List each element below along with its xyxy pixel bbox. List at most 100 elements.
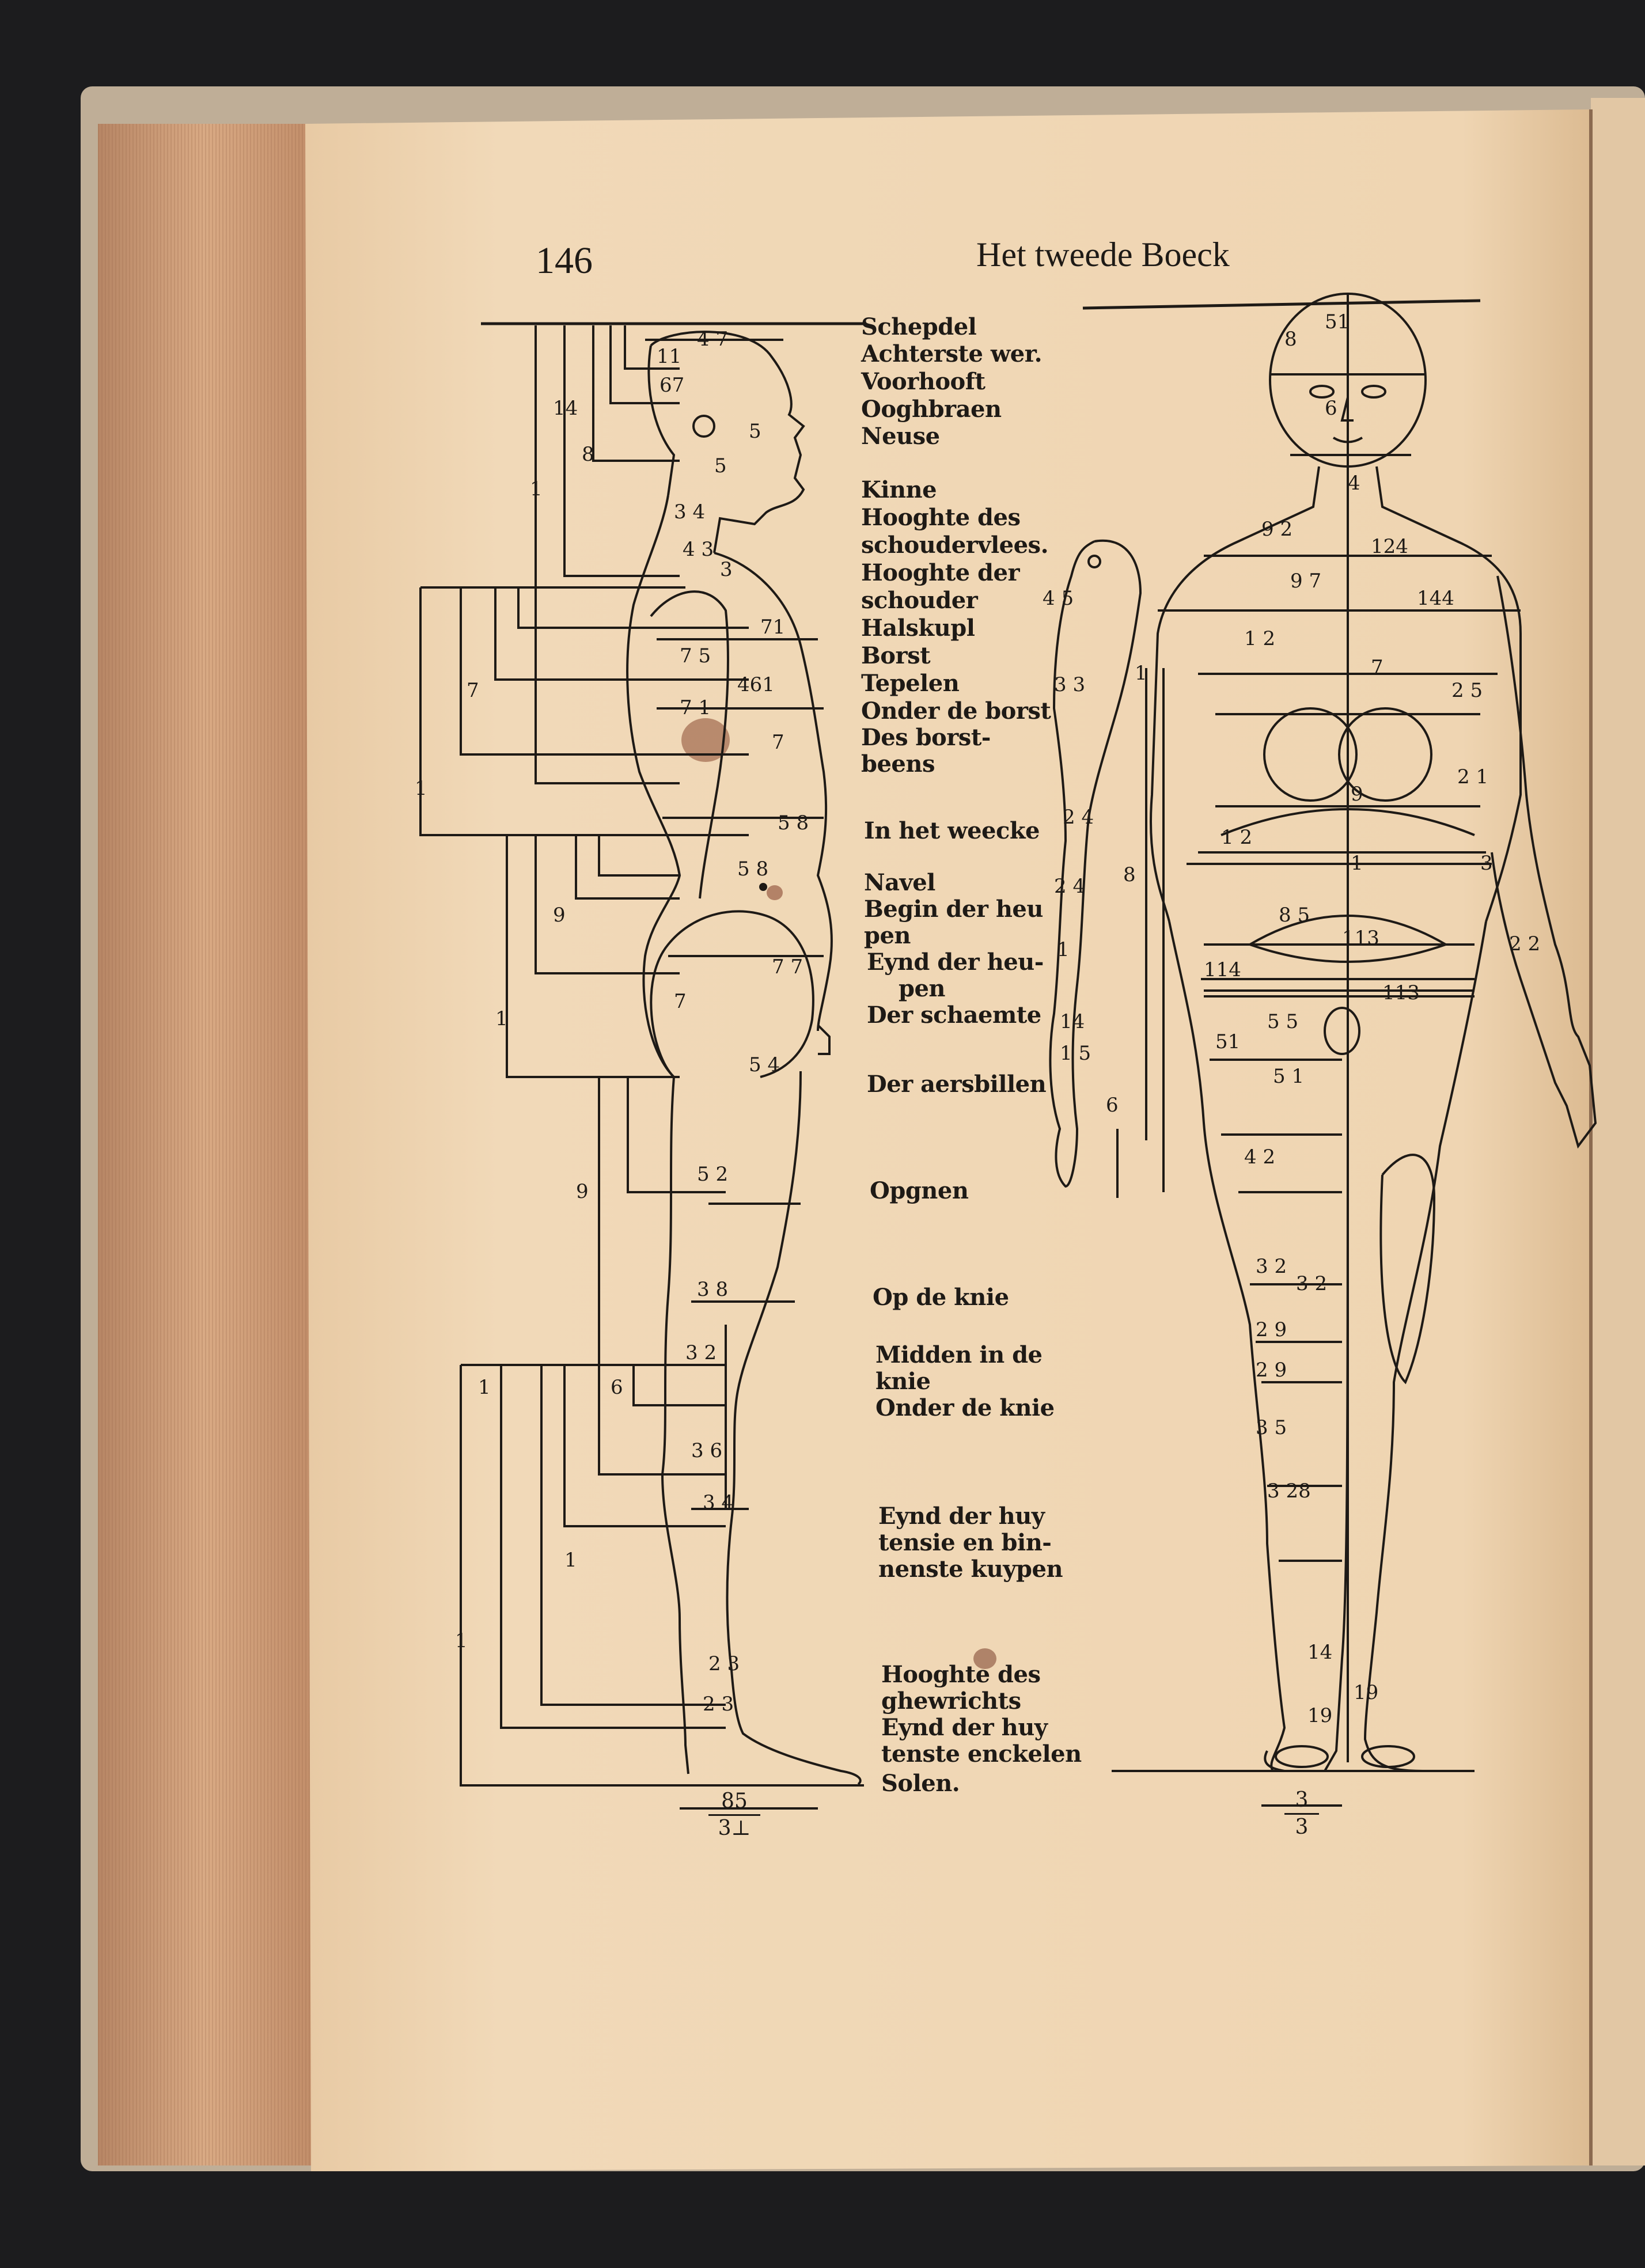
label-voorhooft: Voorhooft [861,368,986,395]
svg-text:3 2: 3 2 [1296,1272,1327,1295]
label-onder-de-borst: Onder de borst [861,697,1051,725]
svg-text:4 3: 4 3 [683,538,714,561]
label-schouder: schouder [861,587,978,614]
svg-text:5: 5 [749,420,761,443]
svg-text:6: 6 [1325,397,1337,420]
svg-text:5 2: 5 2 [697,1163,728,1186]
svg-text:1: 1 [564,1549,577,1572]
svg-text:3 2: 3 2 [685,1341,717,1364]
svg-text:5 4: 5 4 [749,1053,780,1076]
svg-text:9 2: 9 2 [1261,518,1292,541]
svg-text:1: 1 [415,777,427,800]
label-op-de-knie: Op de knie [873,1284,1009,1311]
label-pen-1: pen [864,922,911,949]
svg-text:1 2: 1 2 [1244,627,1275,650]
svg-text:3 6: 3 6 [691,1439,722,1462]
label-schepdel: Schepdel [861,313,977,340]
svg-text:7: 7 [772,731,784,754]
svg-text:9: 9 [1351,783,1363,806]
svg-text:144: 144 [1417,587,1454,610]
svg-text:1 2: 1 2 [1221,826,1252,849]
front-scale-denominator: 3 [1295,1815,1309,1839]
svg-text:1: 1 [478,1376,491,1399]
svg-text:67: 67 [659,374,684,397]
facing-page [1591,98,1645,2165]
label-navel: Navel [864,869,935,896]
svg-text:1: 1 [455,1629,468,1652]
svg-text:11: 11 [657,345,681,368]
svg-text:3 2: 3 2 [1256,1255,1287,1278]
label-tenste-enckelen: tenste enckelen [881,1740,1082,1768]
svg-text:1: 1 [530,477,543,500]
svg-text:7: 7 [467,679,479,702]
side-scale-measure: 85 3⊥ [708,1791,760,1839]
svg-text:8 5: 8 5 [1279,904,1310,927]
label-schoudervlees: schoudervlees. [861,532,1049,559]
svg-text:14: 14 [1307,1641,1332,1664]
svg-text:5 8: 5 8 [737,858,768,881]
svg-text:7: 7 [1371,656,1384,679]
svg-text:5: 5 [714,454,727,477]
label-tensie-en-binnenste: tensie en bin- [878,1529,1052,1556]
front-figure [1112,293,1597,1807]
label-eynd-der-huytenste: Eynd der huy [881,1714,1048,1741]
svg-text:5 1: 5 1 [1273,1065,1304,1088]
svg-text:6: 6 [611,1376,623,1399]
label-hooghte-schoudervlees: Hooghte des [861,504,1021,531]
label-opgnen: Opgnen [870,1177,969,1204]
label-eynd-der-huytensie: Eynd der huy [878,1503,1045,1530]
svg-text:1: 1 [1351,852,1363,875]
svg-text:19: 19 [1354,1681,1378,1704]
label-onder-de-knie: Onder de knie [875,1394,1055,1421]
svg-text:19: 19 [1307,1704,1332,1727]
svg-text:1: 1 [1057,938,1070,961]
front-scale-measure: 3 3 [1284,1790,1319,1838]
svg-text:2 9: 2 9 [1256,1318,1287,1341]
svg-text:124: 124 [1371,535,1408,558]
label-knie: knie [875,1368,931,1395]
label-neuse: Neuse [861,423,940,450]
svg-text:4: 4 [1348,472,1360,495]
svg-text:8: 8 [582,443,594,466]
label-achterste: Achterste wer. [861,340,1043,367]
svg-text:8: 8 [1284,328,1297,351]
book-page [305,109,1591,2171]
svg-text:1: 1 [1135,662,1147,685]
svg-text:9: 9 [553,904,566,927]
label-kinne: Kinne [861,476,937,503]
svg-text:9: 9 [576,1180,589,1203]
svg-text:3 4: 3 4 [703,1491,734,1514]
label-ghewrichts: ghewrichts [881,1687,1021,1715]
label-halskupl: Halskupl [861,615,975,642]
svg-text:113: 113 [1382,981,1420,1004]
svg-text:5 5: 5 5 [1267,1010,1298,1033]
label-eynd-der-heupen: Eynd der heu- [867,949,1044,976]
side-figure [419,325,864,1810]
label-des-borst: Des borst- [861,724,991,751]
label-in-het-weecke: In het weecke [864,817,1040,844]
side-scale-numerator: 85 [721,1789,748,1813]
label-hooghte-des-ghewrichts: Hooghte des [881,1661,1041,1688]
label-ooghbraen: Ooghbraen [861,396,1002,423]
svg-text:3 28: 3 28 [1267,1480,1311,1503]
label-der-schaemte: Der schaemte [867,1002,1041,1029]
svg-text:4 2: 4 2 [1244,1146,1275,1169]
svg-text:9 7: 9 7 [1290,570,1321,593]
label-hooghte-schouder: Hooghte der [861,559,1020,586]
stain [681,718,730,762]
label-tepelen: Tepelen [861,670,960,697]
svg-text:2 9: 2 9 [1256,1359,1287,1382]
svg-text:3 3: 3 3 [1054,673,1085,696]
label-nenste-kuypen: nenste kuypen [878,1556,1063,1583]
svg-text:6: 6 [1106,1094,1119,1117]
label-solen: Solen. [881,1770,960,1797]
svg-text:461: 461 [737,673,775,696]
figure-numerals: 4 7 11 67 5 5 3 4 4 3 3 71 7 5 461 7 1 7… [415,310,1540,1727]
svg-text:5 8: 5 8 [778,811,809,835]
label-pen-2: pen [899,975,946,1002]
svg-text:4 5: 4 5 [1043,587,1074,610]
svg-text:1: 1 [495,1007,508,1030]
svg-text:3 4: 3 4 [674,500,705,524]
